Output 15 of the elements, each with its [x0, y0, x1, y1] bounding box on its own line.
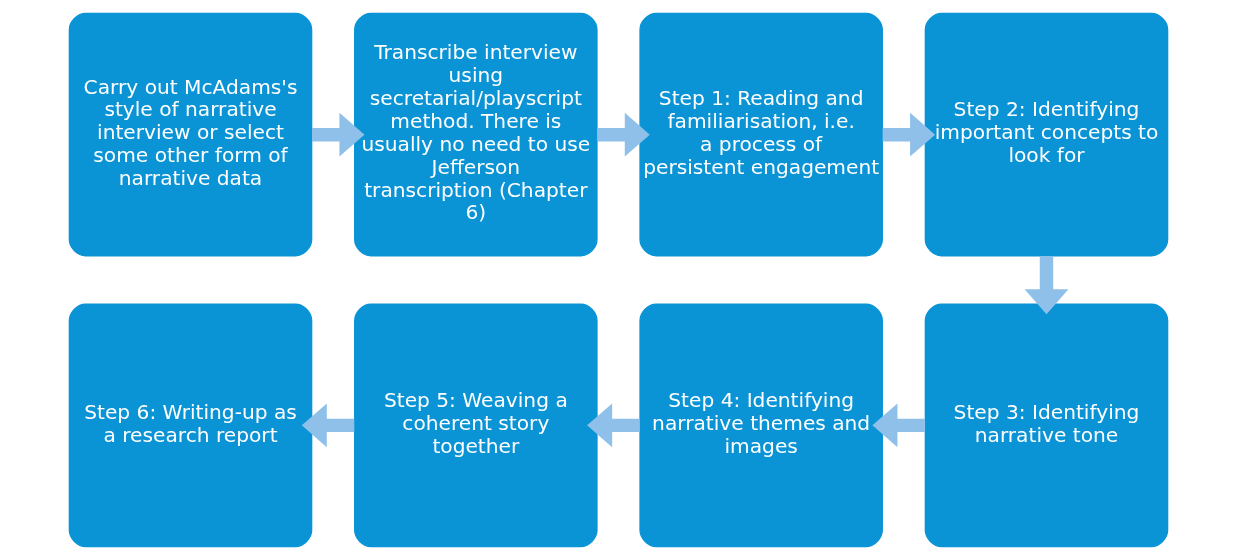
node-box: Step 4: Identifying narrative themes and images — [638, 303, 883, 548]
node-box: Step 3: Identifying narrative tone — [924, 303, 1168, 548]
node-box: Transcribe interview using secretarial/playscript method. There is usually no need to use Jefferson transcription (Chapter 6) — [353, 12, 598, 257]
arrow — [596, 112, 650, 157]
node-box: Step 2: Identifying important concepts to look for — [924, 12, 1168, 257]
node-box: Step 5: Weaving a coherent story together — [353, 303, 598, 548]
node-box: Step 1: Reading and familiarisation, i.e. a process of persistent engagement — [638, 12, 883, 257]
arrow — [1024, 256, 1068, 315]
arrow — [586, 403, 640, 448]
arrow — [311, 112, 364, 157]
arrow — [882, 112, 935, 157]
arrow — [871, 403, 925, 448]
node-box: Step 6: Writing-up as a research report — [68, 303, 312, 548]
arrow — [301, 403, 354, 448]
node-box: Carry out McAdams's style of narrative interview or select some other form of narrative data — [68, 12, 312, 257]
